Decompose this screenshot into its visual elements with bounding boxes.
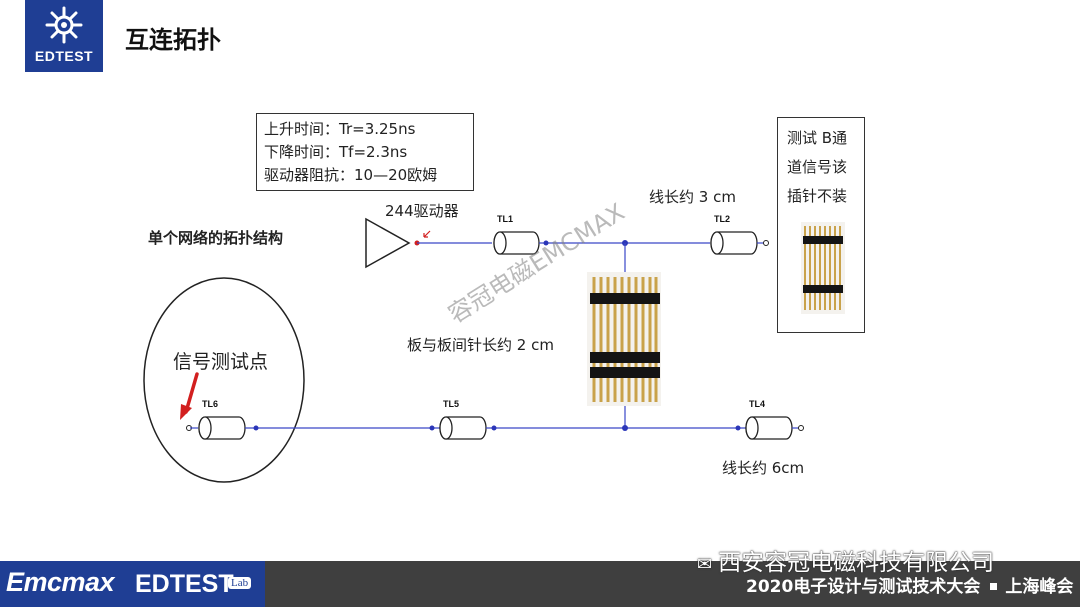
page-title: 互连拓扑: [125, 26, 221, 54]
pin-header-small-image: [801, 222, 845, 314]
rise-time-text: 上升时间：Tr=3.25ns: [264, 120, 416, 138]
fall-time-text: 下降时间：Tf=2.3ns: [264, 143, 408, 161]
pin-header-image: [587, 272, 661, 406]
conference-name: 2020电子设计与测试技术大会: [746, 577, 981, 597]
test-point-label: 信号测试点: [173, 351, 269, 373]
emcmax-logo: Emcmax: [6, 567, 115, 597]
tl5-transmission-line-icon: [439, 416, 487, 440]
tl2-transmission-line-icon: [710, 231, 758, 255]
tl2-label: TL2: [714, 214, 731, 224]
footer-conference-area: 2020电子设计与测试技术大会 上海峰会: [265, 561, 1080, 607]
conference-venue: 上海峰会: [1005, 577, 1074, 597]
tl6-transmission-line-icon: [198, 416, 246, 440]
driver-impedance-text: 驱动器阻抗：10—20欧姆: [264, 166, 438, 184]
driver-triangle-icon: [365, 217, 411, 269]
conference-title: 2020电子设计与测试技术大会 上海峰会: [746, 572, 1073, 597]
square-bullet-icon: [990, 582, 998, 590]
test-point-ellipse: [143, 277, 305, 483]
edtest-footer-logo: EDTEST: [135, 570, 234, 598]
footer-brand-area: Emcmax EDTEST Lab: [0, 561, 265, 607]
tl4-transmission-line-icon: [745, 416, 793, 440]
logo-text: EDTEST: [34, 48, 94, 64]
logo-mark-icon: [45, 6, 83, 44]
tl5-label: TL5: [443, 399, 460, 409]
tl1-transmission-line-icon: [493, 231, 540, 255]
spec-box: 上升时间：Tr=3.25ns 下降时间：Tf=2.3ns 驱动器阻抗：10—20…: [256, 113, 474, 191]
driver-label: 244驱动器: [385, 202, 459, 220]
pin-length-label: 板与板间针长约 2 cm: [407, 336, 554, 354]
topology-label: 单个网络的拓扑结构: [148, 229, 284, 247]
tl6-label: TL6: [202, 399, 219, 409]
red-arrow-icon: [180, 372, 199, 420]
lab-badge: Lab: [228, 577, 252, 589]
company-watermark: ✉西安容冠电磁科技有限公司: [697, 543, 994, 577]
note-line-3: 插针不装: [787, 187, 848, 205]
wechat-icon: ✉: [697, 554, 713, 575]
note-line-2: 道信号该: [787, 158, 848, 176]
footer-bar: Emcmax EDTEST Lab 2020电子设计与测试技术大会 上海峰会: [0, 561, 1080, 607]
edtest-logo: EDTEST: [25, 0, 103, 72]
tl1-label: TL1: [497, 214, 514, 224]
line-length-3cm-label: 线长约 3 cm: [649, 188, 736, 206]
company-name: 西安容冠电磁科技有限公司: [718, 550, 995, 576]
line-length-6cm-label: 线长约 6cm: [722, 459, 805, 477]
tl4-label: TL4: [749, 399, 766, 409]
note-line-1: 测试 B通: [787, 129, 848, 147]
